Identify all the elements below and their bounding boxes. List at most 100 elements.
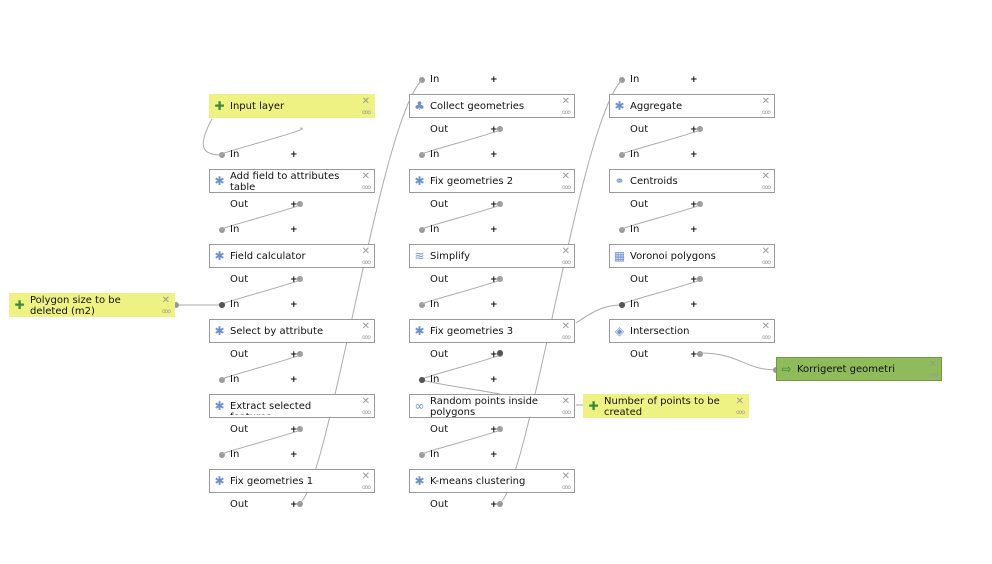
more-options-icon[interactable]: ooo: [361, 334, 371, 341]
close-icon[interactable]: ✕: [361, 321, 370, 332]
node-label: Number of points to be created: [604, 396, 720, 418]
more-options-icon[interactable]: ooo: [761, 184, 771, 191]
add-input-icon: +: [290, 225, 298, 235]
add-input-icon: +: [490, 75, 498, 85]
close-icon[interactable]: ✕: [761, 171, 770, 182]
add-output-icon: +: [490, 500, 498, 510]
input-port-label: In: [230, 449, 240, 460]
add-output-icon: +: [490, 125, 498, 135]
output-port-label: Out: [230, 424, 249, 435]
input-port-label: In: [630, 224, 640, 235]
add-input-icon: +: [290, 150, 298, 160]
port-dot[interactable]: [219, 302, 225, 308]
port-dot[interactable]: [697, 351, 703, 357]
close-icon[interactable]: ✕: [928, 359, 937, 370]
more-options-icon[interactable]: ooo: [735, 409, 745, 416]
close-icon[interactable]: ✕: [361, 396, 370, 407]
more-options-icon[interactable]: ooo: [361, 109, 371, 116]
more-options-icon[interactable]: ooo: [761, 259, 771, 266]
algorithm-node[interactable]: ✱Fix geometries 2✕ooo: [409, 169, 575, 193]
more-options-icon[interactable]: ooo: [361, 484, 371, 491]
port-dot[interactable]: [297, 501, 303, 507]
close-icon[interactable]: ✕: [561, 396, 570, 407]
output-port-label: Out: [630, 199, 649, 210]
close-icon[interactable]: ✕: [361, 246, 370, 257]
close-icon[interactable]: ✕: [361, 171, 370, 182]
close-icon[interactable]: ✕: [561, 321, 570, 332]
intersection-icon: ◈: [614, 324, 625, 338]
connection-line: [420, 427, 503, 456]
output-port-label: Out: [430, 199, 449, 210]
gear-icon: ✱: [214, 249, 225, 263]
close-icon[interactable]: ✕: [361, 96, 370, 107]
algorithm-node[interactable]: ✱Field calculator✕ooo: [209, 244, 375, 268]
more-options-icon[interactable]: ooo: [561, 184, 571, 191]
algorithm-node[interactable]: ∞Random points inside polygons✕ooo: [409, 394, 575, 418]
output-port-label: Out: [430, 499, 449, 510]
algorithm-node[interactable]: ✱Select by attribute✕ooo: [209, 319, 375, 343]
close-icon[interactable]: ✕: [161, 295, 170, 306]
algorithm-node[interactable]: ⚭Centroids✕ooo: [609, 169, 775, 193]
add-output-icon: +: [490, 200, 498, 210]
output-port-label: Out: [230, 499, 249, 510]
node-label: Collect geometries: [430, 101, 525, 112]
more-options-icon[interactable]: ooo: [361, 409, 371, 416]
algorithm-node[interactable]: ♣Collect geometries✕ooo: [409, 94, 575, 118]
close-icon[interactable]: ✕: [561, 171, 570, 182]
close-icon[interactable]: ✕: [561, 246, 570, 257]
algorithm-node[interactable]: ◈ Intersection ✕ ooo: [609, 319, 775, 343]
close-icon[interactable]: ✕: [761, 321, 770, 332]
more-options-icon[interactable]: ooo: [561, 259, 571, 266]
algorithm-node[interactable]: ✱Extract selected features✕ooo: [209, 394, 375, 418]
more-options-icon[interactable]: ooo: [361, 184, 371, 191]
output-port-label: Out: [630, 349, 649, 360]
close-icon[interactable]: ✕: [361, 471, 370, 482]
parameter-node[interactable]: ✚Polygon size to be deleted (m2)✕ooo: [9, 293, 175, 317]
input-port-label: In: [430, 74, 440, 85]
input-port-label: In: [230, 224, 240, 235]
algorithm-node[interactable]: ✱Add field to attributes table✕ooo: [209, 169, 375, 193]
output-port-label: Out: [630, 124, 649, 135]
close-icon[interactable]: ✕: [561, 471, 570, 482]
more-options-icon[interactable]: ooo: [561, 409, 571, 416]
close-icon[interactable]: ✕: [761, 246, 770, 257]
add-output-icon: +: [690, 125, 698, 135]
port-dot[interactable]: [619, 302, 625, 308]
port-dot[interactable]: [497, 350, 503, 356]
node-label: Extract selected features: [230, 401, 312, 415]
input-port-label: In: [630, 74, 640, 85]
more-options-icon[interactable]: ooo: [161, 308, 171, 315]
algorithm-node[interactable]: ✱Fix geometries 3✕ooo: [409, 319, 575, 343]
close-icon[interactable]: ✕: [561, 96, 570, 107]
output-port-label: Out: [230, 199, 249, 210]
algorithm-node[interactable]: ✱K-means clustering✕ooo: [409, 469, 575, 493]
add-output-icon: +: [290, 275, 298, 285]
connection-line: [220, 202, 303, 231]
more-options-icon[interactable]: ooo: [561, 334, 571, 341]
port-dot[interactable]: [497, 501, 503, 507]
close-icon[interactable]: ✕: [735, 396, 744, 407]
algorithm-node[interactable]: ▦Voronoi polygons✕ooo: [609, 244, 775, 268]
close-icon[interactable]: ✕: [761, 96, 770, 107]
connection-line: [220, 352, 303, 381]
more-options-icon[interactable]: ooo: [561, 484, 571, 491]
output-arrow-icon: ⇨: [781, 362, 792, 376]
more-options-icon[interactable]: ooo: [928, 372, 938, 379]
algorithm-node[interactable]: ✱Fix geometries 1✕ooo: [209, 469, 375, 493]
more-options-icon[interactable]: ooo: [761, 109, 771, 116]
more-options-icon[interactable]: ooo: [761, 334, 771, 341]
add-output-icon: +: [290, 350, 298, 360]
parameter-node[interactable]: ✚Number of points to be created✕ooo: [583, 394, 749, 418]
algorithm-node[interactable]: ✱Aggregate✕ooo: [609, 94, 775, 118]
output-node[interactable]: ⇨Korrigeret geometri✕ooo: [776, 357, 942, 381]
plus-icon: ✚: [14, 298, 25, 312]
more-options-icon[interactable]: ooo: [561, 109, 571, 116]
add-output-icon: +: [290, 425, 298, 435]
node-label: Intersection: [630, 326, 690, 337]
add-output-icon: +: [290, 500, 298, 510]
parameter-node[interactable]: ✚Input layer✕ooo: [209, 94, 375, 118]
more-options-icon[interactable]: ooo: [361, 259, 371, 266]
port-dot[interactable]: [419, 377, 425, 383]
algorithm-node[interactable]: ≋Simplify✕ooo: [409, 244, 575, 268]
